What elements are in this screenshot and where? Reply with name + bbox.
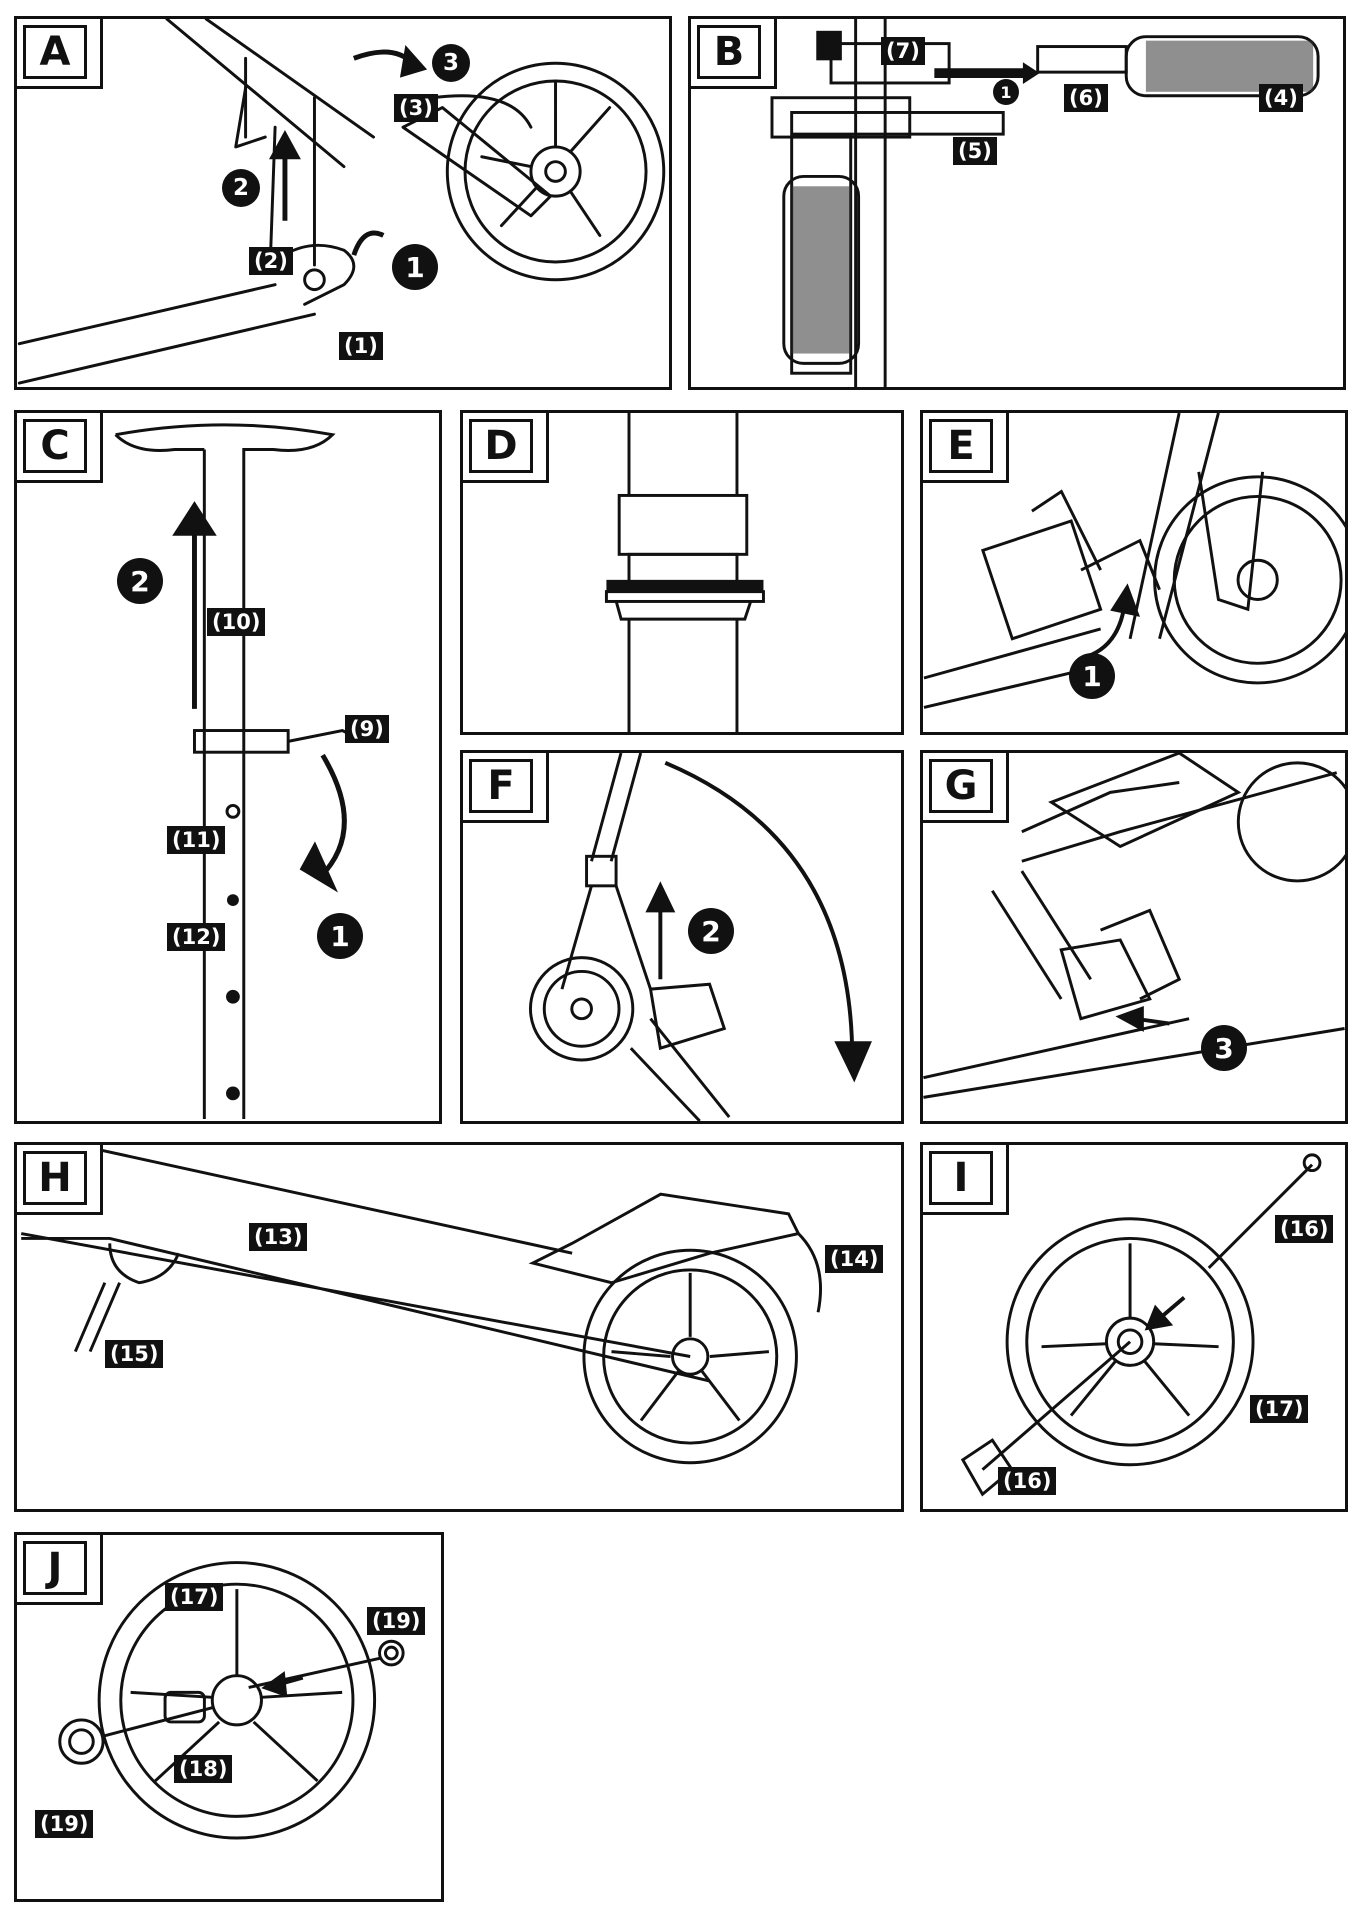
part-label-4: (4) [1259, 84, 1303, 112]
part-label-7: (7) [881, 37, 925, 65]
panel-label: F [463, 753, 549, 823]
step-badge-2: 2 [222, 169, 260, 207]
panel-label: B [691, 19, 777, 89]
panel-j: J (17) (19) (18) (19) [14, 1532, 444, 1902]
panel-b: B (4) (5) (6) (7) 1 [688, 16, 1346, 390]
handlebar-illustration [770, 19, 1320, 387]
panel-label-letter: C [23, 419, 87, 473]
panel-label-letter: J [23, 1541, 87, 1595]
panel-label-letter: E [929, 419, 993, 473]
panel-g: G 3 [920, 750, 1348, 1124]
panel-label: D [463, 413, 549, 483]
step-badge-3: 3 [432, 44, 470, 82]
step-badge-3: 3 [1201, 1025, 1247, 1071]
step-badge-1: 1 [993, 79, 1019, 105]
panel-label: G [923, 753, 1009, 823]
panel-label-letter: G [929, 759, 993, 813]
part-label-16-top: (16) [1275, 1215, 1334, 1243]
t-bar-height-illustration [114, 423, 363, 1119]
panel-d: D [460, 410, 904, 735]
part-label-19-left: (19) [35, 1810, 94, 1838]
panel-i: I (16) (16) (17) [920, 1142, 1348, 1512]
panel-label-letter: D [469, 419, 533, 473]
panel-label: C [17, 413, 103, 483]
panel-label-letter: H [23, 1151, 87, 1205]
panel-label-letter: A [23, 25, 87, 79]
part-label-18: (18) [174, 1755, 233, 1783]
panel-h: H (13) (14) (15) [14, 1142, 904, 1512]
wheel-bearing-illustration [58, 1561, 405, 1840]
wheel-axle-illustration [960, 1153, 1322, 1497]
panel-e: E 1 [920, 410, 1348, 735]
part-label-9: (9) [345, 715, 389, 743]
panel-label: E [923, 413, 1009, 483]
panel-label-letter: I [929, 1151, 993, 1205]
step-badge-2: 2 [688, 908, 734, 954]
step-badge-2: 2 [117, 558, 163, 604]
step-badge-1: 1 [1069, 653, 1115, 699]
part-label-13: (13) [249, 1223, 308, 1251]
part-label-16-bottom: (16) [998, 1467, 1057, 1495]
part-label-6: (6) [1064, 84, 1108, 112]
part-label-1: (1) [339, 332, 383, 360]
unfolding-illustration [528, 753, 872, 1121]
folding-latch-illustration [923, 413, 1345, 709]
part-label-15: (15) [105, 1340, 164, 1368]
part-label-3: (3) [394, 94, 438, 122]
step-badge-1: 1 [317, 913, 363, 959]
step-badge-1: 1 [392, 244, 438, 290]
locking-hinge-illustration [923, 753, 1345, 1099]
panel-c: C (9) (10) (11) (12) 1 2 [14, 410, 442, 1124]
panel-f: F 2 [460, 750, 904, 1124]
part-label-5: (5) [953, 137, 997, 165]
panel-label-letter: F [469, 759, 533, 813]
panel-label: A [17, 19, 103, 89]
part-label-10: (10) [207, 608, 266, 636]
stem-nut-illustration [604, 413, 765, 732]
part-label-12: (12) [167, 923, 226, 951]
front-fork-illustration [17, 19, 666, 385]
part-label-14: (14) [825, 1245, 884, 1273]
panel-label: J [17, 1535, 103, 1605]
panel-label: H [17, 1145, 103, 1215]
part-label-11: (11) [167, 826, 226, 854]
rear-wheel-brake-illustration [20, 1148, 822, 1465]
part-label-2: (2) [249, 247, 293, 275]
part-label-19-right: (19) [367, 1607, 426, 1635]
part-label-17: (17) [165, 1583, 224, 1611]
panel-label: I [923, 1145, 1009, 1215]
panel-a: A (1) (2) (3) 1 2 3 [14, 16, 672, 390]
part-label-17: (17) [1250, 1395, 1309, 1423]
panel-label-letter: B [697, 25, 761, 79]
